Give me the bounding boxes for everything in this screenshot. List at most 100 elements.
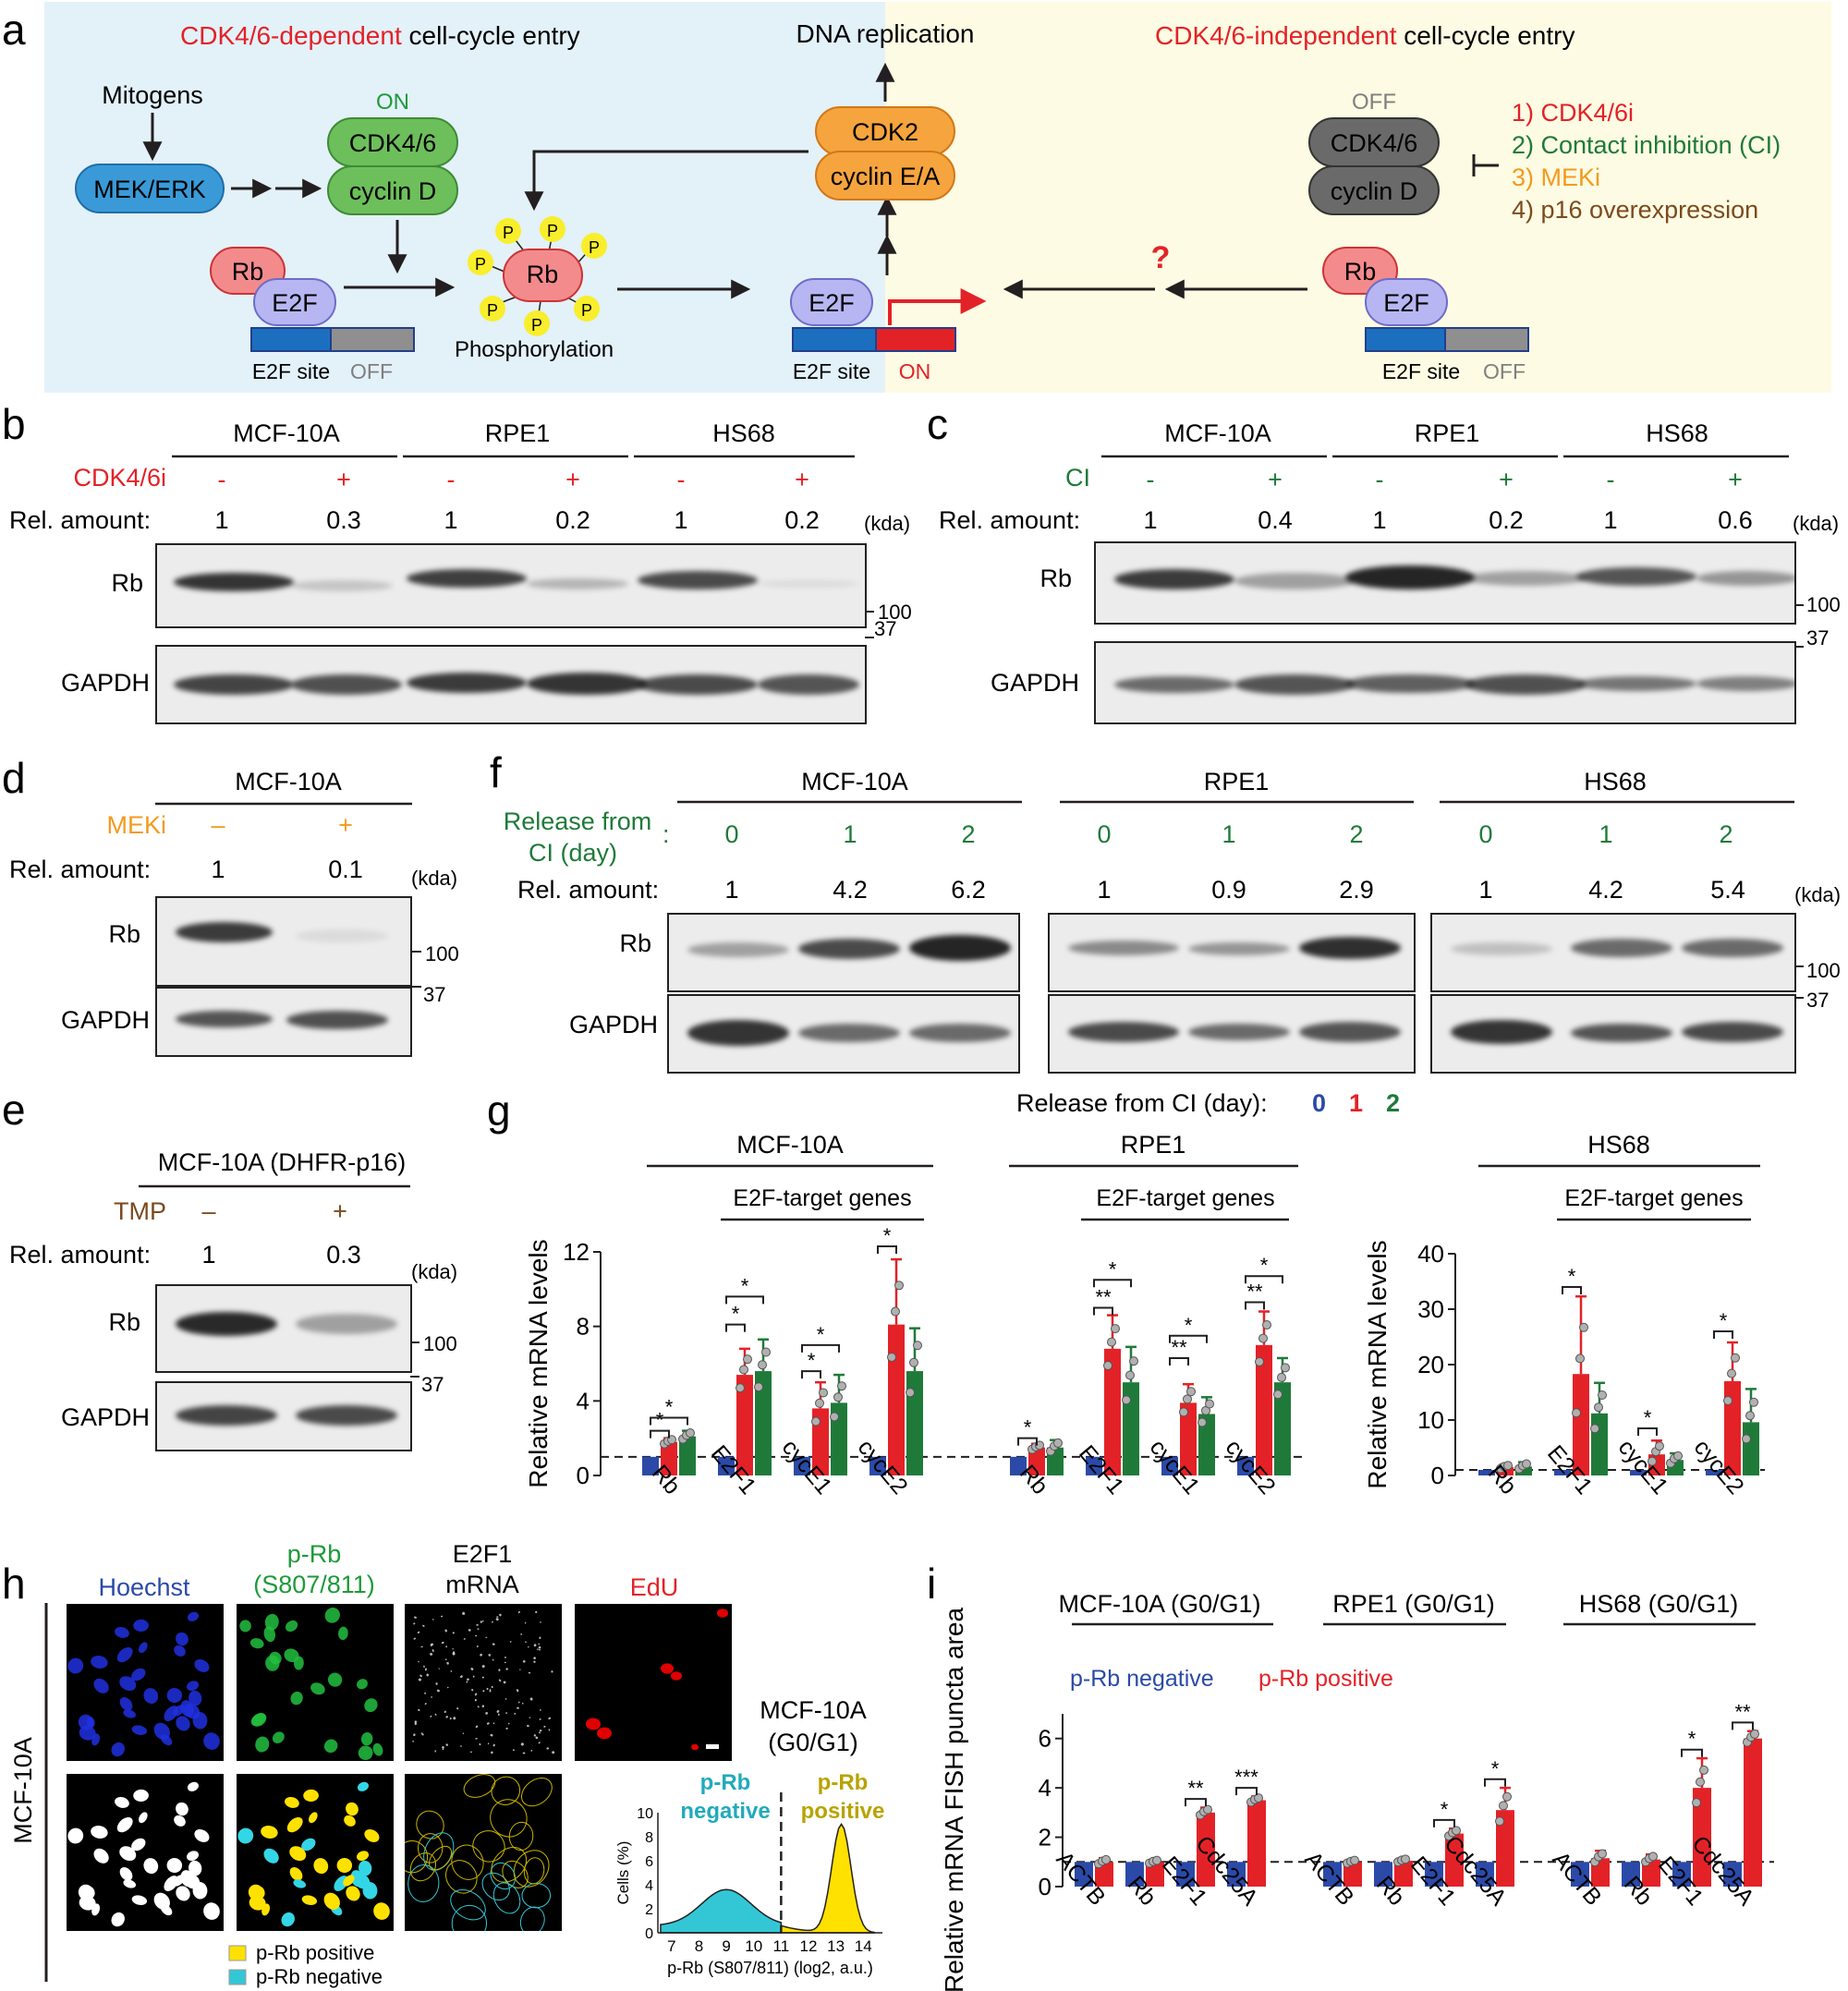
bar-2-cycE2 <box>906 1371 923 1475</box>
bar-p-Rb negative-Cdc25A <box>1476 1862 1494 1887</box>
y-tick-label: 40 <box>1417 1240 1444 1268</box>
nucleus <box>373 1902 390 1920</box>
panel-letter-h: h <box>2 1560 26 1608</box>
e2f-right-pill <box>1365 278 1448 326</box>
bar-p-Rb negative-ACTB <box>1323 1862 1342 1887</box>
nucleus <box>517 1706 519 1709</box>
significance-stars: ** <box>1246 1280 1263 1303</box>
unknown-mechanism-question: ? <box>1151 240 1171 275</box>
x-tick-label: 14 <box>855 1937 872 1955</box>
mek-erk-label: MEK/ERK <box>93 176 206 203</box>
blot-band <box>174 674 294 695</box>
nucleus <box>486 1722 490 1725</box>
nucleus <box>450 1670 453 1672</box>
blot-d-rb <box>155 896 412 987</box>
nucleus <box>414 1616 417 1619</box>
right-title-red: CDK4/6-independent <box>1155 21 1397 50</box>
significance-stars: ** <box>1187 1777 1204 1800</box>
blot-band <box>407 673 527 693</box>
micrograph-canvas <box>586 1609 728 1751</box>
e-kda: (kda) <box>411 1260 457 1283</box>
y-tick-label: 12 <box>563 1238 590 1266</box>
replicate-dot <box>1575 1354 1585 1364</box>
nucleus <box>417 1631 420 1633</box>
e2f-site-mid <box>792 327 877 352</box>
nucleus <box>426 1673 430 1677</box>
significance-bracket <box>1484 1778 1506 1787</box>
nucleus <box>452 1632 455 1634</box>
nucleus <box>423 1665 425 1668</box>
significance-stars: ** <box>1095 1286 1112 1309</box>
nucleus <box>539 1636 541 1639</box>
right-title-rest: cell-cycle entry <box>1397 21 1575 50</box>
nucleus <box>460 1745 462 1747</box>
nucleus <box>255 1736 270 1753</box>
edu-nucleus <box>717 1609 728 1618</box>
replicate-dot <box>887 1352 896 1362</box>
micrograph-cell-outlines <box>405 1774 562 1931</box>
left-title-rest: cell-cycle entry <box>402 21 580 50</box>
blot-band <box>1682 1022 1783 1042</box>
nucleus <box>429 1845 453 1871</box>
c-rel-amount-label: Rel. amount: <box>939 506 1080 534</box>
bar-0-cycE1 <box>1630 1470 1647 1475</box>
replicate-dot <box>1277 1372 1286 1382</box>
e2f-site-label-mid: E2F site <box>793 359 870 383</box>
nucleus <box>143 1858 159 1875</box>
phospho-rb: Rb P P P P P P P <box>468 216 607 336</box>
nucleus <box>444 1629 447 1633</box>
nucleus <box>139 1642 148 1654</box>
nucleus <box>452 1651 456 1654</box>
nucleus <box>249 1895 266 1911</box>
nucleus <box>508 1821 534 1851</box>
bar-0-E2F1 <box>1086 1456 1102 1475</box>
nucleus <box>435 1682 438 1685</box>
nucleus <box>203 1732 220 1750</box>
blot-band <box>176 1405 277 1426</box>
nucleus <box>551 1670 553 1673</box>
nucleus <box>360 1731 373 1746</box>
nucleus <box>174 1645 186 1657</box>
nucleus <box>272 1731 285 1743</box>
panel-c: c MCF-10A RPE1 HS68 CI - + - + - + Rel. … <box>927 400 1841 697</box>
blot-band <box>1696 571 1794 586</box>
x-tick-label: 13 <box>827 1937 845 1955</box>
nucleus <box>249 1638 264 1649</box>
bar-p-Rb positive-Cdc25A <box>1496 1810 1514 1887</box>
positive-distribution <box>780 1823 875 1934</box>
nucleus <box>261 1903 271 1916</box>
b-val-6: 0.2 <box>784 506 820 534</box>
replicate-dot <box>1152 1855 1161 1865</box>
nucleus <box>446 1686 449 1689</box>
significance-stars: * <box>1568 1265 1576 1288</box>
significance-bracket <box>801 1370 821 1379</box>
h-legend-positive: p-Rb positive <box>256 1941 374 1964</box>
nucleus <box>412 1740 414 1742</box>
bar-p-Rb negative-Rb <box>1622 1862 1640 1887</box>
replicate-dot <box>743 1354 752 1365</box>
nucleus <box>176 1632 188 1646</box>
f-cell-3: HS68 <box>1584 768 1647 795</box>
nucleus <box>286 1816 303 1833</box>
b-marker-37: 37 <box>874 617 896 640</box>
g-e2f-targets-3: E2F-target genes <box>1564 1185 1743 1211</box>
nucleus <box>548 1729 551 1731</box>
nucleus <box>67 1827 84 1844</box>
replicate-dot <box>913 1341 922 1351</box>
nucleus <box>285 1620 298 1633</box>
significance-stars: * <box>817 1323 825 1346</box>
nucleus <box>290 1691 303 1706</box>
replicate-dot <box>1699 1765 1708 1775</box>
e-val-1: 1 <box>201 1241 215 1269</box>
f-val-7: 1 <box>1478 876 1492 904</box>
p-site-2: P <box>547 222 558 240</box>
panel-letter-g: g <box>487 1087 511 1135</box>
h-cell-label-1: MCF-10A <box>760 1696 867 1724</box>
nucleus <box>250 1713 266 1727</box>
panel-letter-b: b <box>2 400 26 448</box>
blot-f-hs68-rb <box>1430 913 1796 992</box>
h-row-label: MCF-10A <box>9 1737 37 1844</box>
nucleus <box>514 1712 517 1715</box>
i-group-1: MCF-10A (G0/G1) <box>1058 1590 1260 1618</box>
bar-1-cycE2 <box>888 1324 905 1475</box>
